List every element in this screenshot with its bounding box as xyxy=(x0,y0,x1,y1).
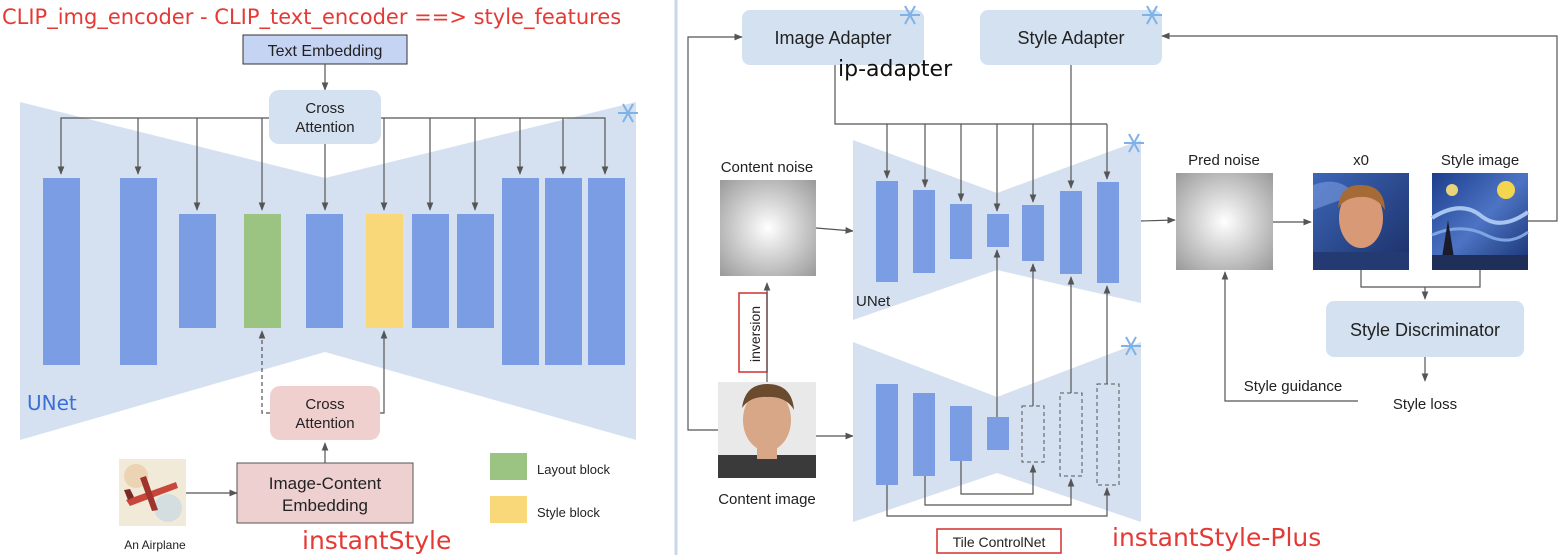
cross-attention-bottom-line1: Cross xyxy=(305,396,344,413)
cross-attention-top-line1: Cross xyxy=(305,100,344,117)
inversion-box xyxy=(738,292,768,373)
style-connector xyxy=(380,330,388,414)
snowflake-icon xyxy=(900,5,920,25)
left-unet-label: UNet xyxy=(27,391,77,415)
left-title: instantStyle xyxy=(302,526,451,555)
unet-block xyxy=(1022,205,1044,261)
style-image xyxy=(1430,173,1530,270)
left-header-text: CLIP_img_encoder - CLIP_text_encoder ==>… xyxy=(2,5,621,30)
ip-adapter-label: ip-adapter xyxy=(838,57,953,82)
unet-block xyxy=(876,181,898,282)
cross-attention-top-line2: Attention xyxy=(295,119,354,136)
controlnet-block xyxy=(876,384,898,485)
unet-block xyxy=(1060,191,1082,274)
unet-block xyxy=(43,178,80,365)
unet-block xyxy=(1097,182,1119,283)
tile-controlnet-box xyxy=(936,528,1062,554)
unet-block xyxy=(913,190,935,273)
style-block xyxy=(366,214,403,328)
text-embedding-label: Text Embedding xyxy=(268,43,383,60)
unet-block xyxy=(120,178,157,365)
content-image-label: Content image xyxy=(718,491,816,508)
content-image xyxy=(718,382,816,478)
unet-block xyxy=(457,214,494,328)
airplane-image xyxy=(119,459,186,526)
style-guidance-label: Style guidance xyxy=(1244,378,1342,395)
legend-layout-label: Layout block xyxy=(537,462,610,477)
controlnet-dashed-block xyxy=(1096,383,1120,486)
layout-block xyxy=(244,214,281,328)
unet-block xyxy=(545,178,582,365)
style-image-label: Style image xyxy=(1441,152,1519,169)
cross-attention-top-box xyxy=(269,90,381,144)
unet-block xyxy=(987,214,1009,247)
image-adapter-label: Image Adapter xyxy=(774,28,891,48)
unet-block xyxy=(306,214,343,328)
content-noise-image xyxy=(720,180,816,276)
legend-style-label: Style block xyxy=(537,505,600,520)
unet-block xyxy=(588,178,625,365)
snowflake-icon xyxy=(1142,5,1162,25)
x0-image xyxy=(1313,173,1409,270)
tile-controlnet-label: Tile ControlNet xyxy=(953,534,1046,550)
controlnet-block xyxy=(950,406,972,461)
style-adapter-box xyxy=(980,10,1162,65)
cross-attention-bottom-line2: Attention xyxy=(295,415,354,432)
layout-dashed-connector xyxy=(258,330,270,414)
style-discriminator-label: Style Discriminator xyxy=(1350,320,1500,340)
unet-block xyxy=(412,214,449,328)
right-panel: Image Adapter ip-adapter Style Adapter C… xyxy=(687,5,1558,554)
snowflake-icon xyxy=(1124,133,1144,153)
inversion-label: inversion xyxy=(747,306,763,362)
x0-label: x0 xyxy=(1353,152,1369,169)
legend-layout-swatch xyxy=(490,453,527,480)
cross-attention-bottom-box xyxy=(270,386,380,440)
right-title: instantStyle-Plus xyxy=(1112,523,1321,552)
left-panel: CLIP_img_encoder - CLIP_text_encoder ==>… xyxy=(2,5,638,555)
image-content-embedding-line1: Image-Content xyxy=(269,474,382,493)
unet-block xyxy=(950,204,972,259)
style-loss-label: Style loss xyxy=(1393,396,1457,413)
legend-style-swatch xyxy=(490,496,527,523)
content-noise-label: Content noise xyxy=(721,159,814,176)
style-discriminator-box xyxy=(1326,301,1524,357)
pred-noise-label: Pred noise xyxy=(1188,152,1260,169)
image-adapter-box xyxy=(742,10,924,65)
controlnet-block xyxy=(913,393,935,476)
unet-block xyxy=(179,214,216,328)
right-unet-label: UNet xyxy=(856,293,891,310)
style-adapter-label: Style Adapter xyxy=(1017,28,1124,48)
pred-noise-image xyxy=(1176,173,1273,270)
snowflake-icon xyxy=(618,103,638,123)
controlnet-block xyxy=(987,417,1009,450)
unet-block xyxy=(502,178,539,365)
image-content-embedding-line2: Embedding xyxy=(282,496,368,515)
snowflake-icon xyxy=(1121,336,1141,356)
airplane-caption: An Airplane xyxy=(124,538,186,552)
